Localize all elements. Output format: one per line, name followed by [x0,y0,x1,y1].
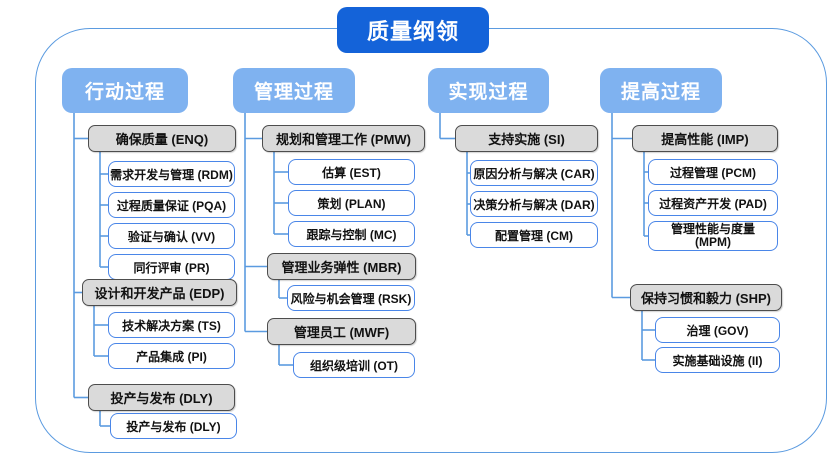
column-header-action-process: 行动过程 [62,68,188,113]
process-item-pqa: 过程质量保证 (PQA) [108,192,235,218]
process-item-plan: 策划 (PLAN) [288,190,415,216]
process-group-si: 支持实施 (SI) [455,125,598,152]
process-group-shp: 保持习惯和毅力 (SHP) [630,284,782,311]
diagram-title: 质量纲领 [337,7,489,53]
process-group-dly: 投产与发布 (DLY) [88,384,235,411]
process-item-gov: 治理 (GOV) [655,317,780,343]
process-item-vv: 验证与确认 (VV) [108,223,235,249]
process-item-cm: 配置管理 (CM) [470,222,598,248]
process-item-pcm: 过程管理 (PCM) [648,159,778,185]
process-item-pr: 同行评审 (PR) [108,254,235,280]
process-item-ot: 组织级培训 (OT) [293,352,415,378]
column-header-implementation-process: 实现过程 [428,68,549,113]
process-group-edp: 设计和开发产品 (EDP) [82,279,237,306]
process-item-ts: 技术解决方案 (TS) [108,312,235,338]
column-header-improvement-process: 提高过程 [600,68,722,113]
process-item-dly: 投产与发布 (DLY) [110,413,237,439]
process-group-mbr: 管理业务弹性 (MBR) [267,253,416,280]
process-item-pi: 产品集成 (PI) [108,343,235,369]
process-group-imp: 提高性能 (IMP) [632,125,778,152]
process-item-rsk: 风险与机会管理 (RSK) [287,285,415,311]
process-group-mwf: 管理员工 (MWF) [267,318,416,345]
process-item-dar: 决策分析与解决 (DAR) [470,191,598,217]
process-item-pad: 过程资产开发 (PAD) [648,190,778,216]
process-group-pmw: 规划和管理工作 (PMW) [262,125,425,152]
process-item-mc: 跟踪与控制 (MC) [288,221,415,247]
process-item-rdm: 需求开发与管理 (RDM) [108,161,235,187]
process-group-enq: 确保质量 (ENQ) [88,125,236,152]
column-header-management-process: 管理过程 [233,68,355,113]
process-item-est: 估算 (EST) [288,159,415,185]
process-item-car: 原因分析与解决 (CAR) [470,160,598,186]
process-item-ii: 实施基础设施 (II) [655,347,780,373]
process-item-mpm: 管理性能与度量 (MPM) [648,221,778,251]
